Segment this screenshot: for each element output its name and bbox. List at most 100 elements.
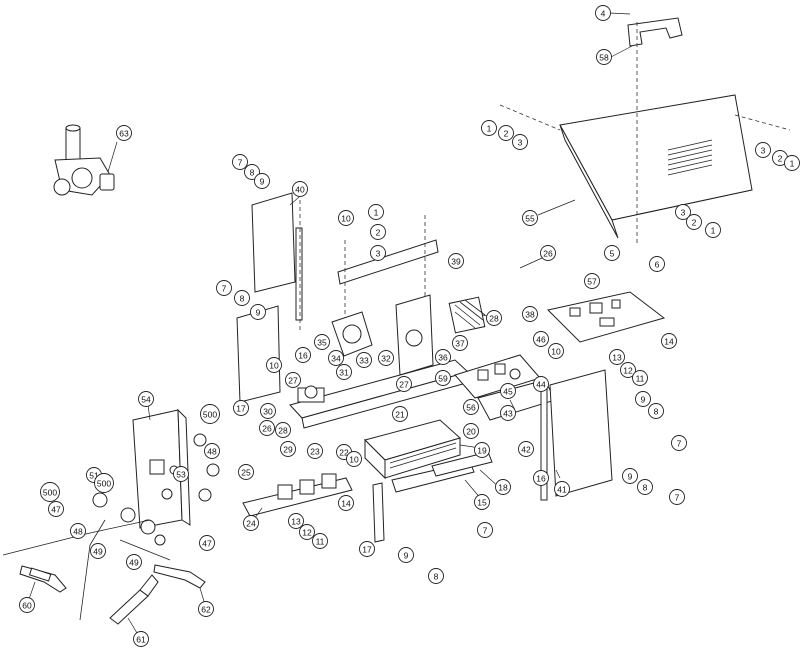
leader-lines (26, 12, 633, 639)
callout-7: 7 (671, 435, 687, 451)
callout-label: 44 (536, 380, 546, 390)
callout-28: 28 (275, 422, 291, 438)
callout-7: 7 (232, 154, 248, 170)
callout-1: 1 (368, 204, 384, 220)
callout-label: 3 (761, 146, 766, 156)
callout-16: 16 (295, 347, 311, 363)
callout-label: 8 (654, 407, 659, 417)
callout-label: 4 (601, 9, 606, 19)
callout-7: 7 (477, 522, 493, 538)
callout-label: 62 (201, 605, 211, 615)
callout-58: 58 (596, 49, 612, 65)
callout-label: 26 (543, 249, 553, 259)
callout-label: 47 (202, 539, 212, 549)
callout-label: 1 (487, 124, 492, 134)
transformer (331, 311, 373, 357)
callout-label: 500 (97, 479, 111, 489)
callout-label: 42 (521, 445, 531, 455)
callout-18: 18 (495, 479, 511, 495)
callout-label: 57 (587, 277, 597, 287)
callout-10: 10 (548, 343, 564, 359)
callout-label: 47 (51, 505, 61, 515)
callout-17: 17 (233, 400, 249, 416)
earth-clamp (19, 565, 67, 593)
callout-38: 38 (522, 306, 538, 322)
callout-3: 3 (370, 245, 386, 261)
top-cover-housing (559, 94, 753, 239)
callout-10: 10 (338, 210, 354, 226)
callout-label: 500 (43, 488, 57, 498)
callout-40: 40 (292, 181, 308, 197)
callout-1: 1 (481, 120, 497, 136)
callout-10: 10 (266, 357, 282, 373)
callout-15: 15 (474, 494, 490, 510)
callout-label: 48 (73, 527, 83, 537)
callout-label: 38 (525, 310, 535, 320)
callout-label: 49 (129, 558, 139, 568)
callout-label: 27 (288, 376, 298, 386)
callout-label: 7 (222, 284, 227, 294)
callout-label: 14 (664, 337, 674, 347)
callout-label: 8 (240, 294, 245, 304)
handle (627, 17, 683, 47)
electrode-holder (109, 574, 159, 625)
bottom-rail (391, 451, 493, 493)
callout-label: 20 (466, 427, 476, 437)
callout-label: 2 (376, 228, 381, 238)
callout-label: 17 (236, 404, 246, 414)
callout-label: 29 (283, 445, 293, 455)
gas-valve (53, 124, 115, 196)
callout-24: 24 (243, 515, 259, 531)
callout-label: 7 (677, 439, 682, 449)
callout-9: 9 (635, 391, 651, 407)
callout-500: 500 (200, 404, 220, 424)
callout-label: 8 (434, 572, 439, 582)
callout-label: 22 (339, 448, 349, 458)
callout-41: 41 (554, 481, 570, 497)
base-chassis (289, 359, 471, 429)
callout-9: 9 (398, 547, 414, 563)
callout-label: 26 (262, 424, 272, 434)
callout-label: 3 (376, 249, 381, 259)
callout-label: 9 (256, 308, 261, 318)
callout-46: 46 (533, 331, 549, 347)
callout-label: 59 (438, 374, 448, 384)
callout-53: 53 (173, 466, 189, 482)
callout-19: 19 (474, 442, 490, 458)
callout-14: 14 (661, 333, 677, 349)
callout-label: 9 (628, 472, 633, 482)
callout-55: 55 (522, 210, 538, 226)
callout-29: 29 (280, 441, 296, 457)
callout-63: 63 (116, 125, 132, 141)
rear-frame (236, 192, 303, 403)
callout-7: 7 (216, 280, 232, 296)
callout-label: 49 (93, 547, 103, 557)
callout-2: 2 (772, 150, 788, 166)
callout-label: 16 (536, 474, 546, 484)
callout-13: 13 (609, 349, 625, 365)
callout-27: 27 (396, 376, 412, 392)
callout-47: 47 (199, 535, 215, 551)
callout-label: 500 (203, 410, 217, 420)
cables (2, 519, 171, 621)
callout-44: 44 (533, 376, 549, 392)
callout-label: 5 (610, 249, 615, 259)
callout-9: 9 (622, 468, 638, 484)
callout-10: 10 (346, 451, 362, 467)
callout-label: 12 (623, 366, 633, 376)
callout-label: 8 (250, 168, 255, 178)
callout-59: 59 (435, 370, 451, 386)
callout-6: 6 (649, 256, 665, 272)
callout-label: 13 (291, 517, 301, 527)
callout-35: 35 (314, 334, 330, 350)
callout-4: 4 (595, 5, 611, 21)
callout-14: 14 (338, 495, 354, 511)
callout-13: 13 (288, 513, 304, 529)
callout-label: 1 (711, 226, 716, 236)
callout-20: 20 (463, 423, 479, 439)
callout-label: 17 (362, 545, 372, 555)
callout-label: 39 (451, 257, 461, 267)
callout-2: 2 (498, 125, 514, 141)
callout-label: 36 (438, 353, 448, 363)
